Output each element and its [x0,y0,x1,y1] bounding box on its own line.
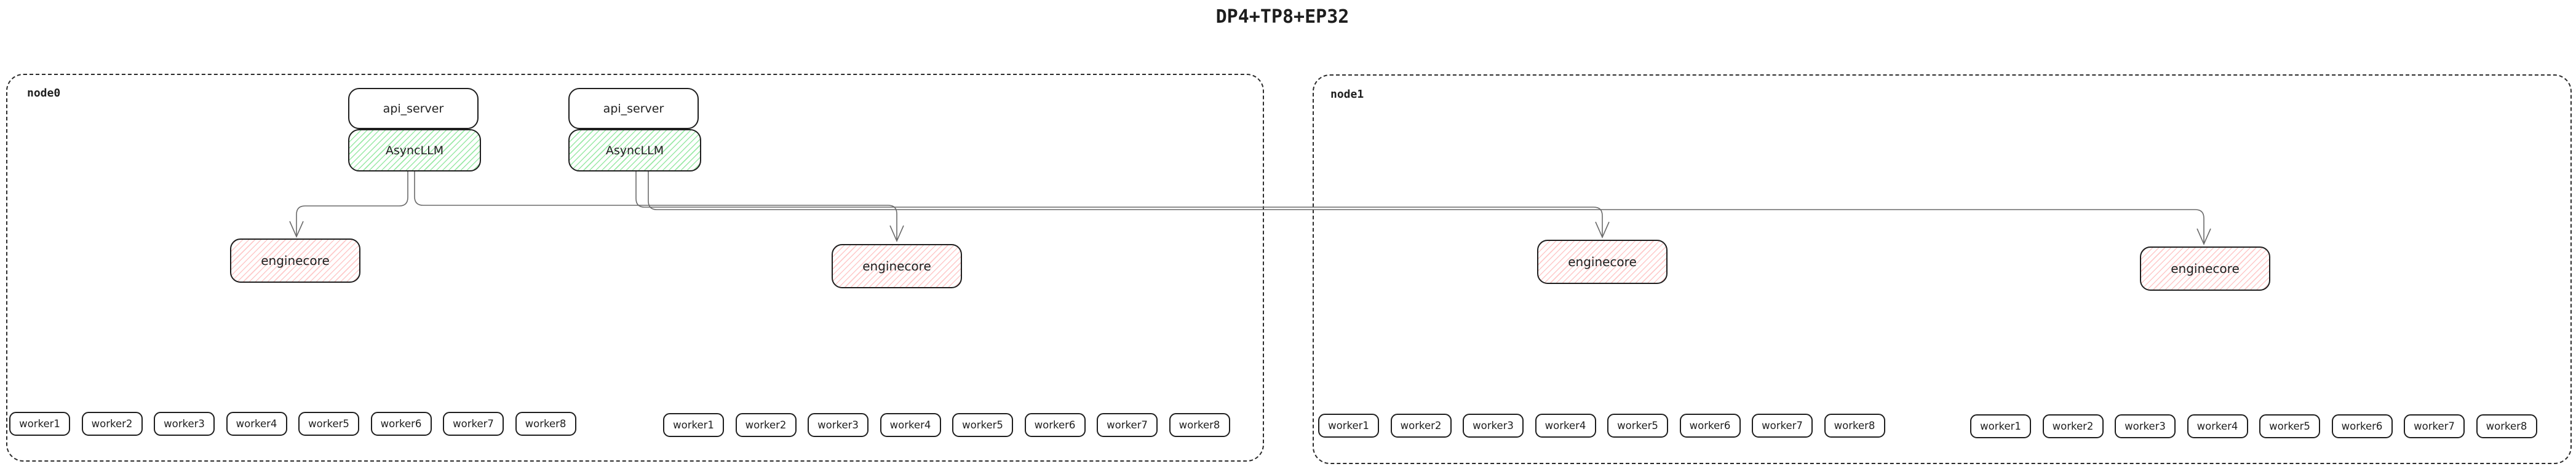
worker-box: worker3 [808,413,869,437]
worker-box: worker8 [2476,414,2537,438]
worker-box: worker5 [2259,414,2320,438]
asyncllm-box-1: AsyncLLM [348,129,481,171]
worker-box: worker6 [1024,413,1086,437]
worker-box: worker1 [1318,414,1379,438]
worker-box: worker3 [2115,414,2176,438]
enginecore-box-3: enginecore [1537,240,1668,284]
diagram-title: DP4+TP8+EP32 [1215,6,1350,28]
worker-box: worker2 [1390,414,1452,438]
worker-box: worker4 [1535,414,1596,438]
worker-box: worker4 [880,413,941,437]
worker-box: worker4 [226,412,287,436]
worker-box: worker7 [443,412,504,436]
node1-label: node1 [1330,88,1364,101]
worker-box: worker3 [1463,414,1524,438]
node0-label: node0 [27,87,61,100]
worker-box: worker5 [298,412,359,436]
worker-box: worker1 [663,413,724,437]
worker-box: worker2 [735,413,797,437]
enginecore-box-4: enginecore [2140,246,2270,291]
enginecore-box-2: enginecore [832,244,962,288]
node1-container [1313,74,2572,464]
worker-box: worker4 [2187,414,2248,438]
worker-box: worker6 [1679,414,1741,438]
worker-box: worker3 [154,412,215,436]
worker-box: worker2 [81,412,143,436]
worker-box: worker8 [1824,414,1885,438]
worker-box: worker7 [1752,414,1813,438]
worker-box: worker6 [2331,414,2393,438]
worker-box: worker1 [9,412,70,436]
api-server-box-1: api_server [348,88,479,129]
worker-box: worker8 [515,412,576,436]
api-server-box-2: api_server [568,88,699,129]
worker-box: worker2 [2042,414,2104,438]
enginecore-box-1: enginecore [230,238,360,283]
worker-box: worker6 [370,412,432,436]
asyncllm-box-2: AsyncLLM [568,129,701,171]
worker-box: worker5 [952,413,1013,437]
worker-box: worker7 [2404,414,2465,438]
worker-box: worker5 [1607,414,1668,438]
worker-box: worker8 [1169,413,1230,437]
node0-container [6,74,1264,462]
worker-box: worker1 [1970,414,2031,438]
worker-box: worker7 [1097,413,1158,437]
